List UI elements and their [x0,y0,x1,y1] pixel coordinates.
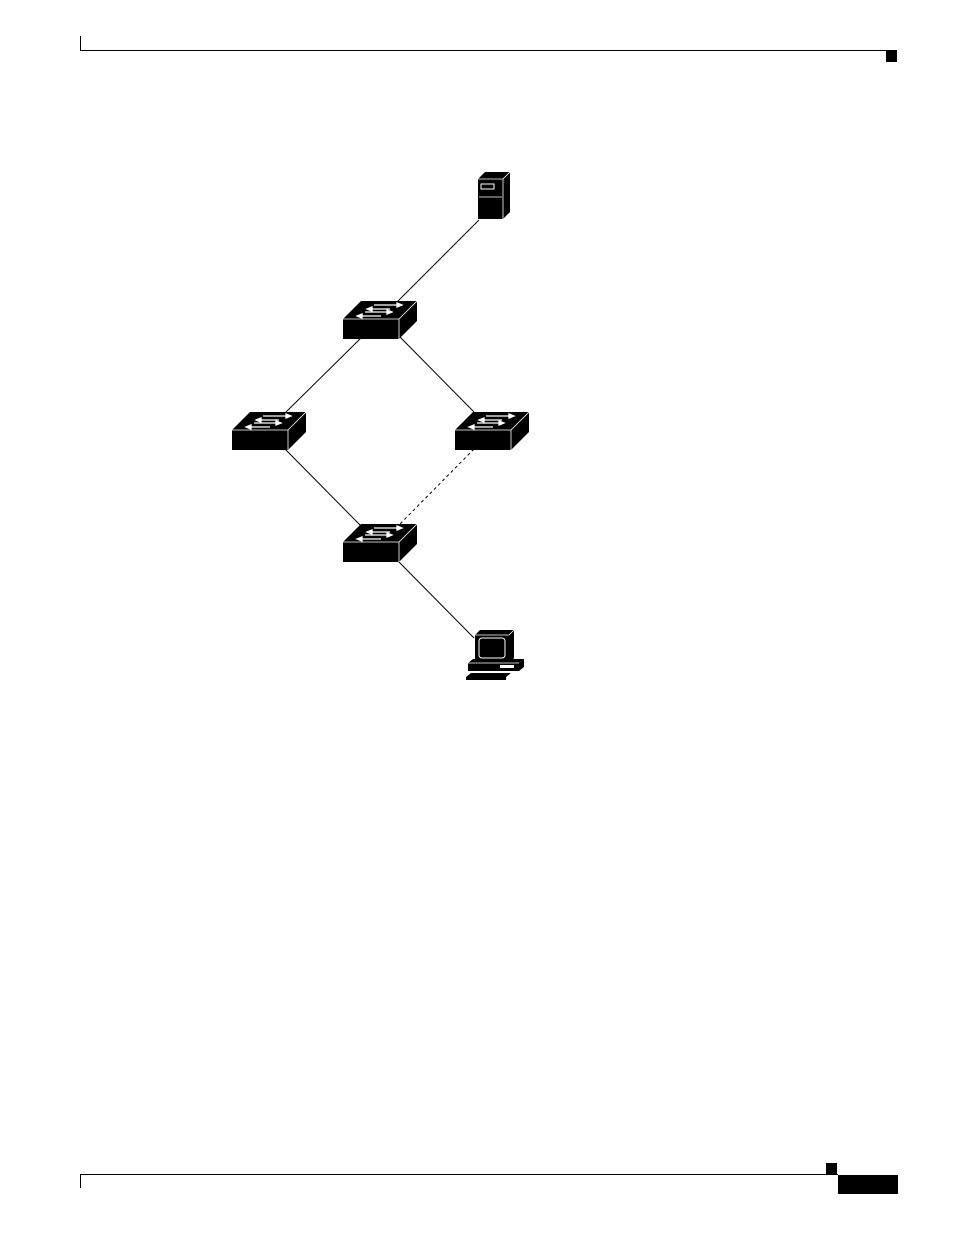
switch-left-icon [232,412,306,450]
switch-top-icon [343,301,417,339]
footer-rule [80,1174,838,1175]
footer-tick-mark [80,1174,81,1188]
link-switch-top-to-switch-right [399,336,474,412]
footer-corner-square [826,1163,837,1174]
link-server-to-switch-top [397,220,479,302]
link-switch-top-to-switch-left [285,338,361,413]
switch-bottom-icon [343,524,417,562]
link-switch-right-to-switch-bottom [399,449,474,525]
link-switch-bottom-to-workstation [397,560,474,638]
footer-page-tab [838,1175,898,1194]
link-switch-left-to-switch-bottom [285,449,361,526]
server-icon [478,172,510,219]
switch-right-icon [455,412,529,450]
workstation-icon [466,630,524,680]
